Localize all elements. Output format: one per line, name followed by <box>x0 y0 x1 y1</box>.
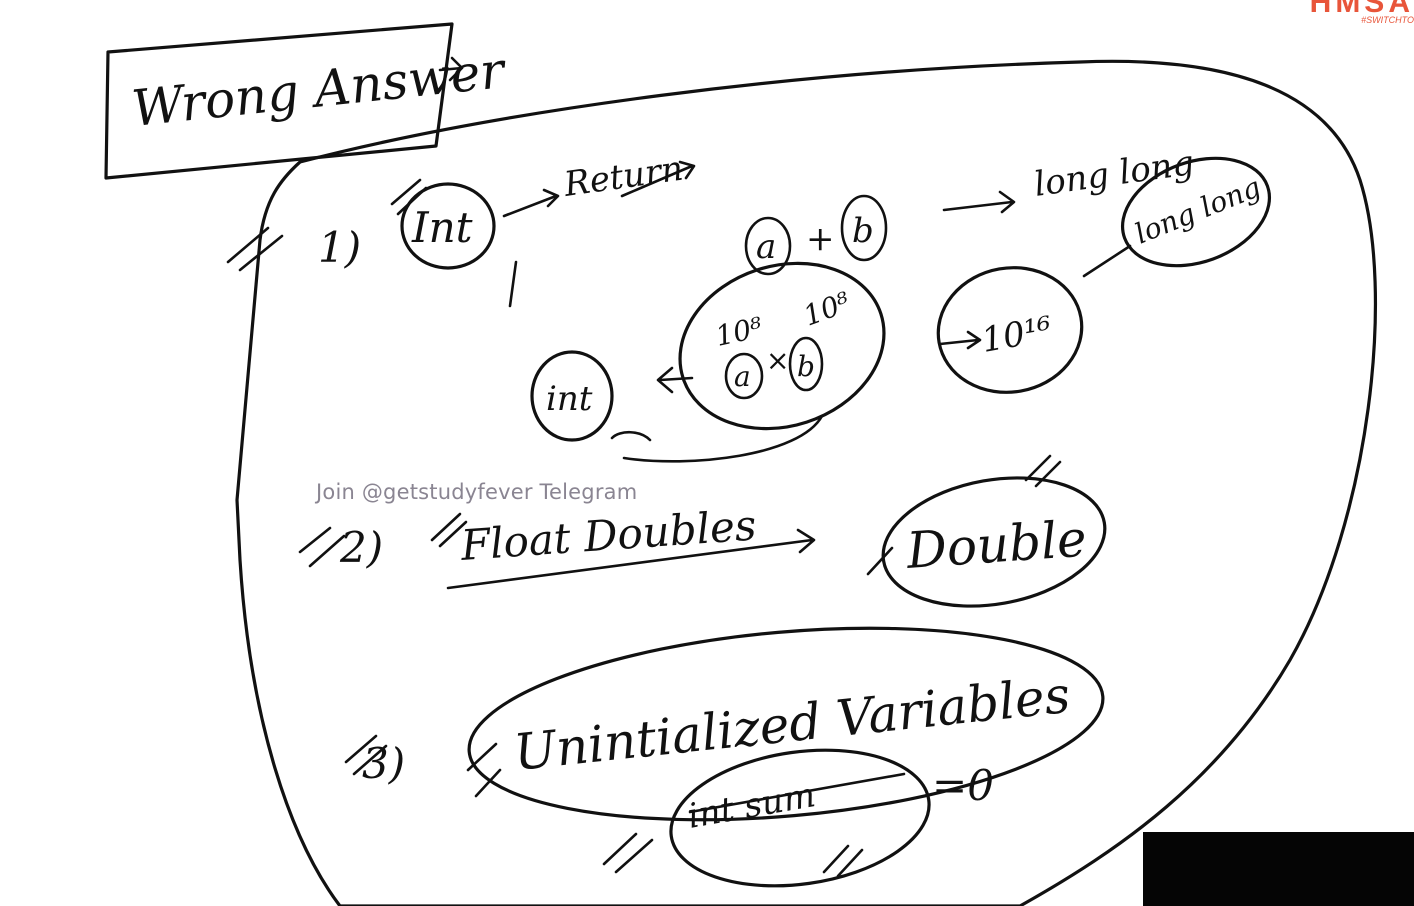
expr-b: b <box>852 211 874 251</box>
point1-number: 1) <box>318 223 361 272</box>
overflow-return-curve <box>610 414 824 463</box>
long-arrow-icon <box>942 190 1016 214</box>
point2-label: Float Doubles <box>458 500 758 570</box>
long-long-top: long long <box>1032 143 1197 205</box>
init-label: =0 <box>932 761 994 810</box>
brand-logo-text: HMSA <box>1309 0 1414 19</box>
expr-plus: + <box>806 219 835 259</box>
point1-check-icon <box>226 226 284 272</box>
point3-number: 3) <box>362 739 405 788</box>
power-ellipse <box>936 266 1084 394</box>
int-result-label: int <box>546 379 593 419</box>
webcam-overlay <box>1143 832 1414 906</box>
expr-a: a <box>756 227 776 267</box>
link-line <box>1082 244 1132 278</box>
point3-check-icon <box>344 734 388 776</box>
point2-tick-icon <box>430 512 468 548</box>
long-long-ellipse <box>1120 156 1272 268</box>
product-b-circle <box>788 336 824 392</box>
int-result-circle <box>530 350 614 442</box>
product-b: b <box>797 350 815 383</box>
point2-arrow-icon <box>446 528 816 590</box>
return-arrow-icon <box>502 188 560 218</box>
return-underline <box>620 160 696 198</box>
brand-tagline: #SWITCHTO <box>1361 15 1414 25</box>
expr-a-circle <box>744 216 792 276</box>
enclosing-blob <box>235 59 1378 906</box>
uninit-ellipse <box>467 626 1105 822</box>
uninit-tick-icon <box>466 742 502 798</box>
double-ellipse <box>881 476 1107 608</box>
big-b: 10⁸ <box>799 285 855 332</box>
int-arrow-icon <box>656 366 694 394</box>
int-label: Int <box>411 203 473 252</box>
double-label: Double <box>904 510 1089 580</box>
code-ellipse <box>669 748 931 888</box>
code-strike <box>688 772 906 814</box>
int-circle <box>400 182 496 270</box>
title-arrow-icon <box>438 56 464 82</box>
double-tick-icon <box>866 454 1062 576</box>
code-tick-icon <box>602 832 864 878</box>
point2-number: 2) <box>339 523 383 572</box>
product-a-circle <box>724 352 764 400</box>
point2-check-icon <box>298 526 346 568</box>
title-text: Wrong Answer <box>129 41 510 138</box>
product-a: a <box>734 360 751 393</box>
watermark-text: Join @getstudyfever Telegram <box>316 480 638 504</box>
expr-b-circle <box>840 194 888 262</box>
int-tail-mark <box>508 260 518 308</box>
product-op: × <box>766 344 789 377</box>
big-a: 10⁸ <box>713 311 766 353</box>
title-box <box>104 22 454 180</box>
brand-logo: HMSA #SWITCHTO <box>1304 0 1414 30</box>
power-label: 10¹⁶ <box>979 309 1055 361</box>
power-arrow-icon <box>938 330 982 350</box>
